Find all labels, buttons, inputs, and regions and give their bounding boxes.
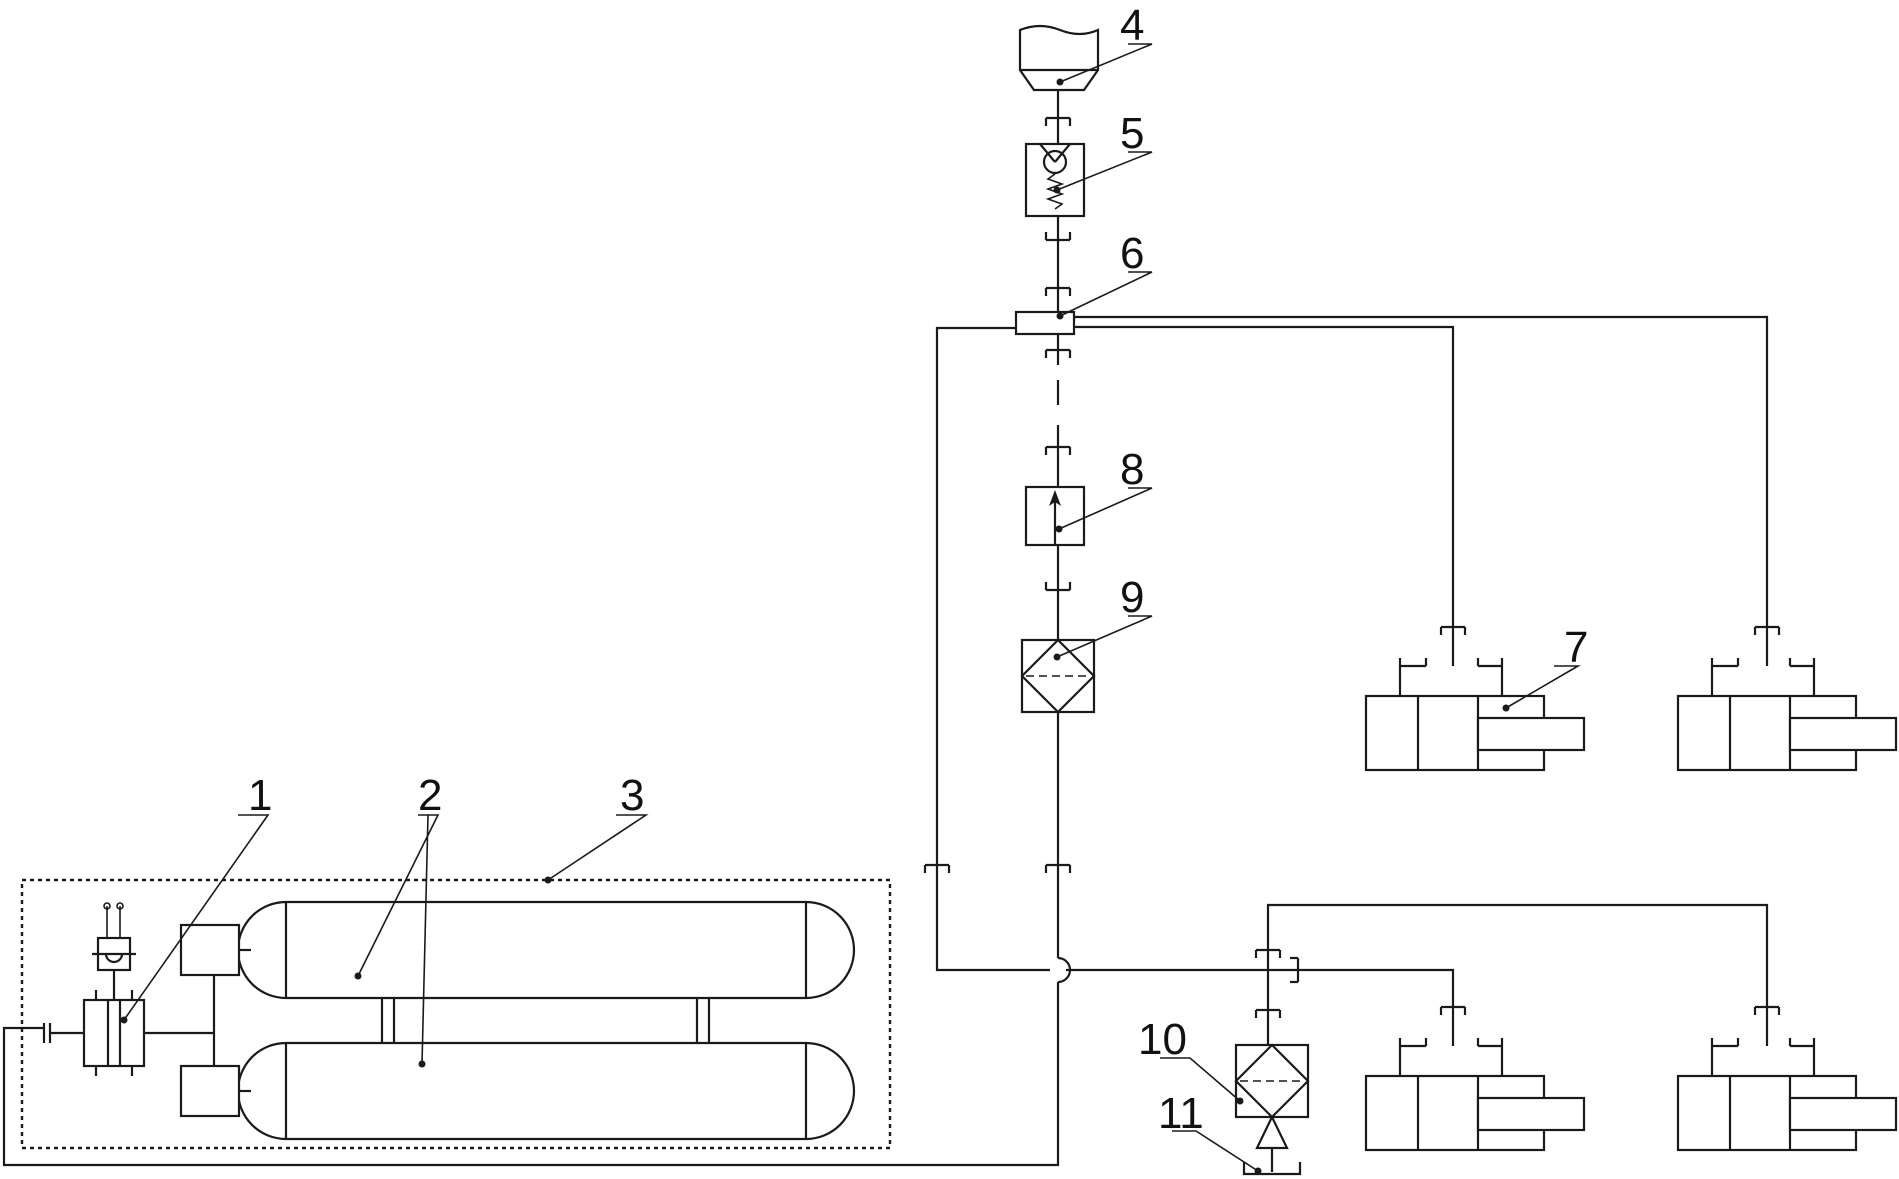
pressure-switch	[92, 902, 136, 972]
callout-3: 3	[620, 771, 644, 820]
callout-11: 11	[1158, 1089, 1204, 1138]
storage-enclosure	[20, 878, 892, 1150]
filter-lower	[1234, 1043, 1310, 1119]
throttle-valve	[1024, 485, 1086, 547]
callout-1: 1	[248, 771, 272, 820]
coupling-j	[1290, 956, 1300, 984]
cylinder-valve-lower	[179, 1064, 241, 1118]
gas-cylinder-lower	[236, 1041, 856, 1141]
actuator-cylinder-4	[1676, 1005, 1898, 1152]
callout-5: 5	[1120, 109, 1144, 158]
callout-10: 10	[1138, 1015, 1187, 1064]
cylinder-coupling-right	[695, 998, 711, 1043]
callout-2: 2	[418, 771, 442, 820]
callout-6: 6	[1120, 229, 1144, 278]
valve-unit	[82, 970, 146, 1076]
callout-4: 4	[1120, 1, 1144, 50]
coupling-i	[1254, 948, 1282, 958]
callout-8: 8	[1120, 445, 1144, 494]
leader-dots	[120, 78, 1510, 1175]
check-valve	[1024, 142, 1086, 218]
callout-7: 7	[1564, 623, 1588, 672]
callout-9: 9	[1120, 573, 1144, 622]
valve-unit-connector	[42, 1023, 84, 1043]
actuator-cylinder-2	[1676, 625, 1898, 772]
actuator-cylinder-1	[1364, 625, 1586, 772]
cylinder-valve-upper	[179, 923, 241, 977]
drain-outlet	[1242, 1114, 1302, 1176]
cylinder-coupling-left	[380, 998, 396, 1043]
gas-cylinder-upper	[236, 900, 856, 1000]
coupling-h	[923, 863, 951, 873]
distribution-manifold	[1014, 310, 1076, 336]
actuator-cylinder-3	[1364, 1005, 1586, 1152]
inlet-hopper	[1018, 24, 1100, 118]
filter-upper	[1020, 638, 1096, 714]
leader-lines	[123, 43, 1581, 1172]
